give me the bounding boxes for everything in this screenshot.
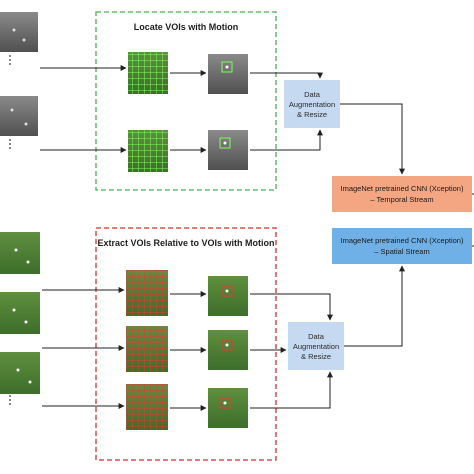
top-panel-border xyxy=(95,11,277,191)
top-panel-title: Locate VOIs with Motion xyxy=(134,22,239,32)
input-frames-top xyxy=(0,12,38,136)
augment-box-bottom: Data Augmentation & Resize xyxy=(288,322,344,370)
svg-text:ImageNet pretrained CNN (Xcept: ImageNet pretrained CNN (Xception) xyxy=(341,184,464,193)
augment-box-top: Data Augmentation & Resize xyxy=(284,80,340,128)
cnn-spatial-box: ImageNet pretrained CNN (Xception) – Spa… xyxy=(332,228,472,264)
svg-text:Augmentation: Augmentation xyxy=(289,100,335,109)
bottom-crop-frame-1 xyxy=(208,276,248,316)
svg-text:– Temporal Stream: – Temporal Stream xyxy=(370,195,433,204)
flow-arrows xyxy=(40,65,474,411)
bottom-grid-frame-3 xyxy=(126,384,168,430)
svg-text:& Resize: & Resize xyxy=(297,110,327,119)
bottom-crop-frame-3 xyxy=(208,388,248,428)
bottom-grid-frame-2 xyxy=(126,326,168,372)
ellipsis-dots xyxy=(9,55,11,405)
bottom-grid-frame-1 xyxy=(126,270,168,316)
svg-text:ImageNet pretrained CNN (Xcept: ImageNet pretrained CNN (Xception) xyxy=(341,236,464,245)
top-crop-frame-1 xyxy=(208,54,248,94)
bottom-crop-frame-2 xyxy=(208,330,248,370)
svg-text:& Resize: & Resize xyxy=(301,352,331,361)
cnn-temporal-box: ImageNet pretrained CNN (Xception) – Tem… xyxy=(332,176,472,212)
svg-text:– Spatial Stream: – Spatial Stream xyxy=(374,247,429,256)
top-crop-frame-2 xyxy=(208,130,248,170)
svg-text:Data: Data xyxy=(308,332,325,341)
input-frames-bottom xyxy=(0,232,40,394)
bottom-panel-border xyxy=(95,227,277,461)
top-grid-frame-1 xyxy=(128,52,168,94)
svg-text:Data: Data xyxy=(304,90,321,99)
bottom-panel-title: Extract VOIs Relative to VOIs with Motio… xyxy=(97,238,274,248)
svg-text:Augmentation: Augmentation xyxy=(293,342,339,351)
top-grid-frame-2 xyxy=(128,130,168,172)
